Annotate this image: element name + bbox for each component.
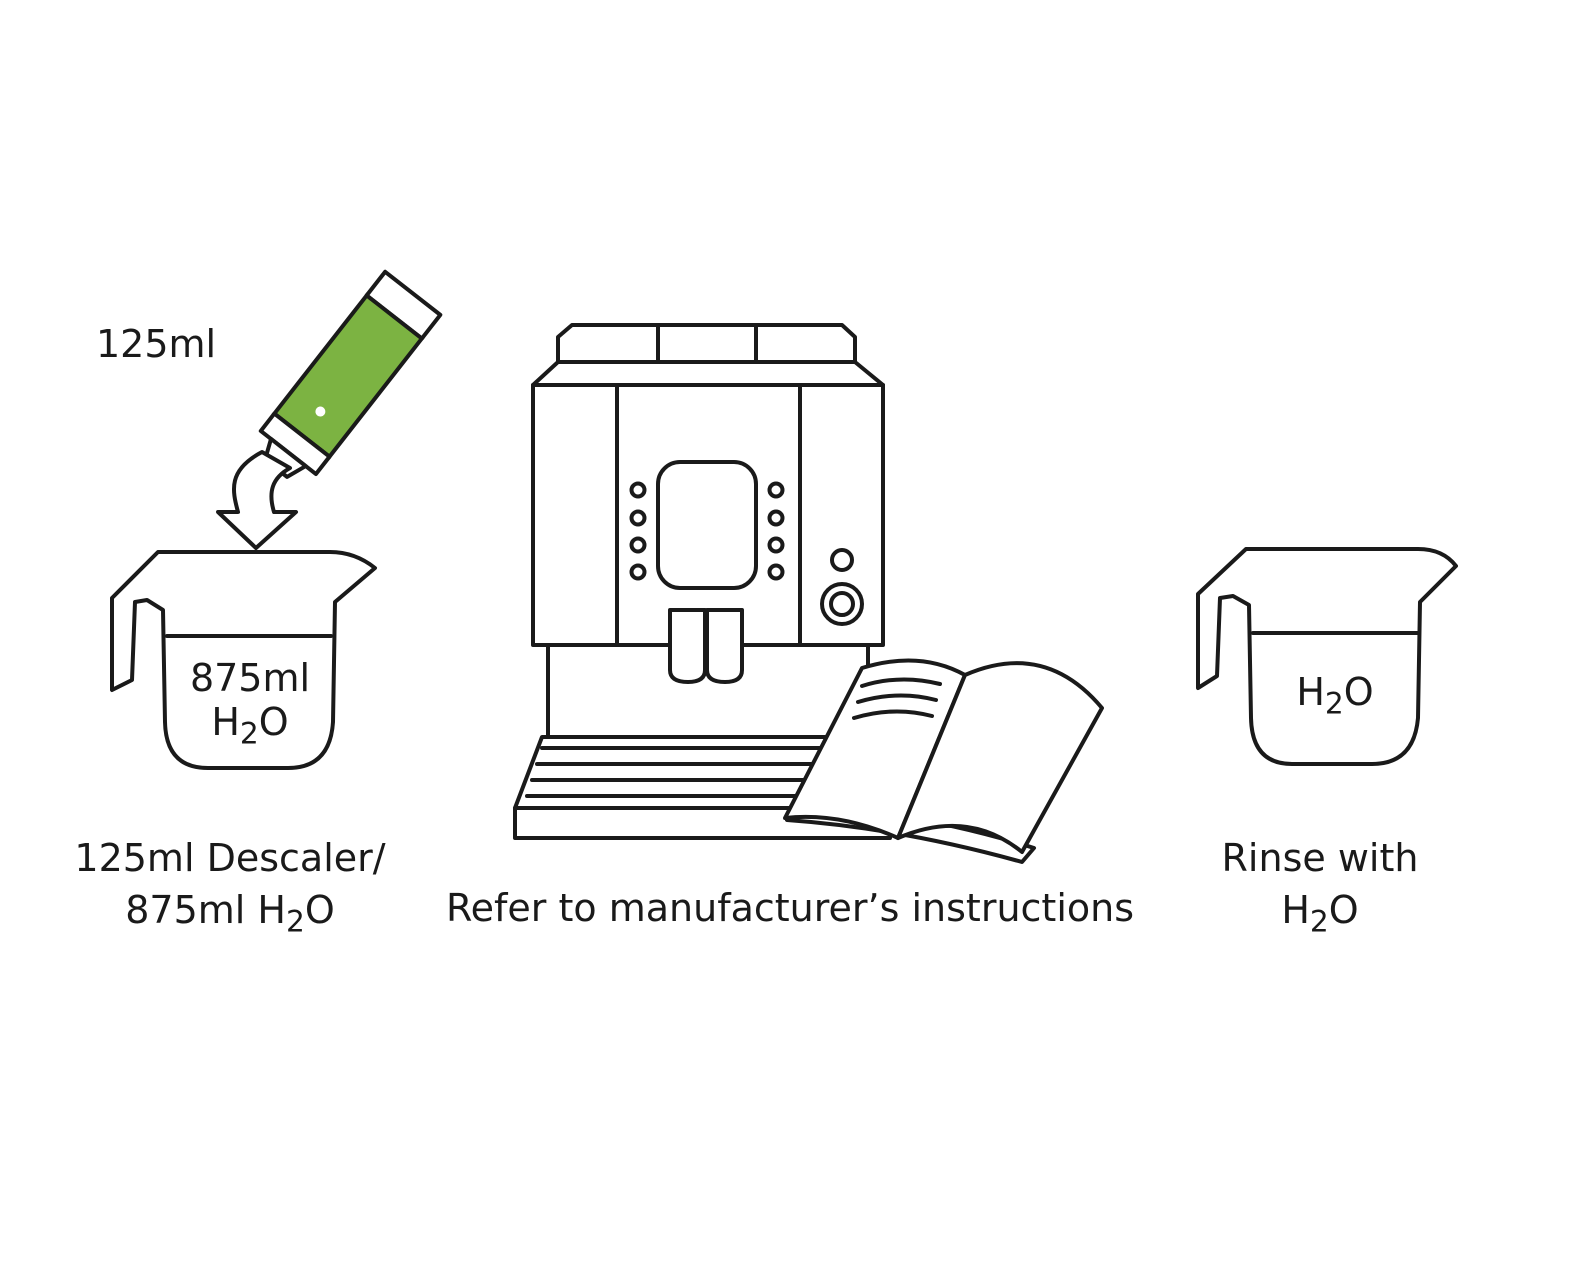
step1-caption: 125ml Descaler/ 875ml H2O <box>60 832 400 936</box>
formula-subscript: 2 <box>239 715 259 751</box>
step3-caption: Rinse with H2O <box>1200 832 1440 936</box>
caption-o: O <box>1328 888 1359 932</box>
jug-contents-label: 875ml H2O <box>160 656 340 748</box>
formula-subscript: 2 <box>1324 685 1344 721</box>
step3-caption-line2: H2O <box>1200 884 1440 936</box>
rinse-jug-label: H2O <box>1250 670 1420 718</box>
caption-subscript: 2 <box>285 903 305 939</box>
caption-subscript: 2 <box>1309 903 1329 939</box>
jug-volume-text: 875ml <box>189 656 311 700</box>
caption-prefix: 875ml H <box>125 888 286 932</box>
step3-caption-line1: Rinse with <box>1221 836 1419 880</box>
pour-arrow-icon <box>216 450 298 550</box>
formula-o: O <box>258 700 289 744</box>
measuring-jug-icon <box>110 550 377 770</box>
step2-caption: Refer to manufacturer’s instructions <box>445 886 1135 930</box>
step1-caption-line2: 875ml H2O <box>60 884 400 936</box>
step1-caption-line1: 125ml Descaler/ <box>74 836 386 880</box>
caption-o: O <box>304 888 335 932</box>
formula-h: H <box>211 700 240 744</box>
descaler-bottle-icon <box>258 269 443 479</box>
measuring-jug-icon <box>1196 547 1458 766</box>
formula-o: O <box>1343 670 1374 714</box>
coffee-machine-icon <box>513 323 892 840</box>
formula-h: H <box>1296 670 1325 714</box>
bottle-volume-label: 125ml <box>96 322 217 366</box>
manual-book-icon <box>783 658 1104 864</box>
jug-water-formula: H2O <box>160 700 340 748</box>
formula-h: H <box>1281 888 1310 932</box>
